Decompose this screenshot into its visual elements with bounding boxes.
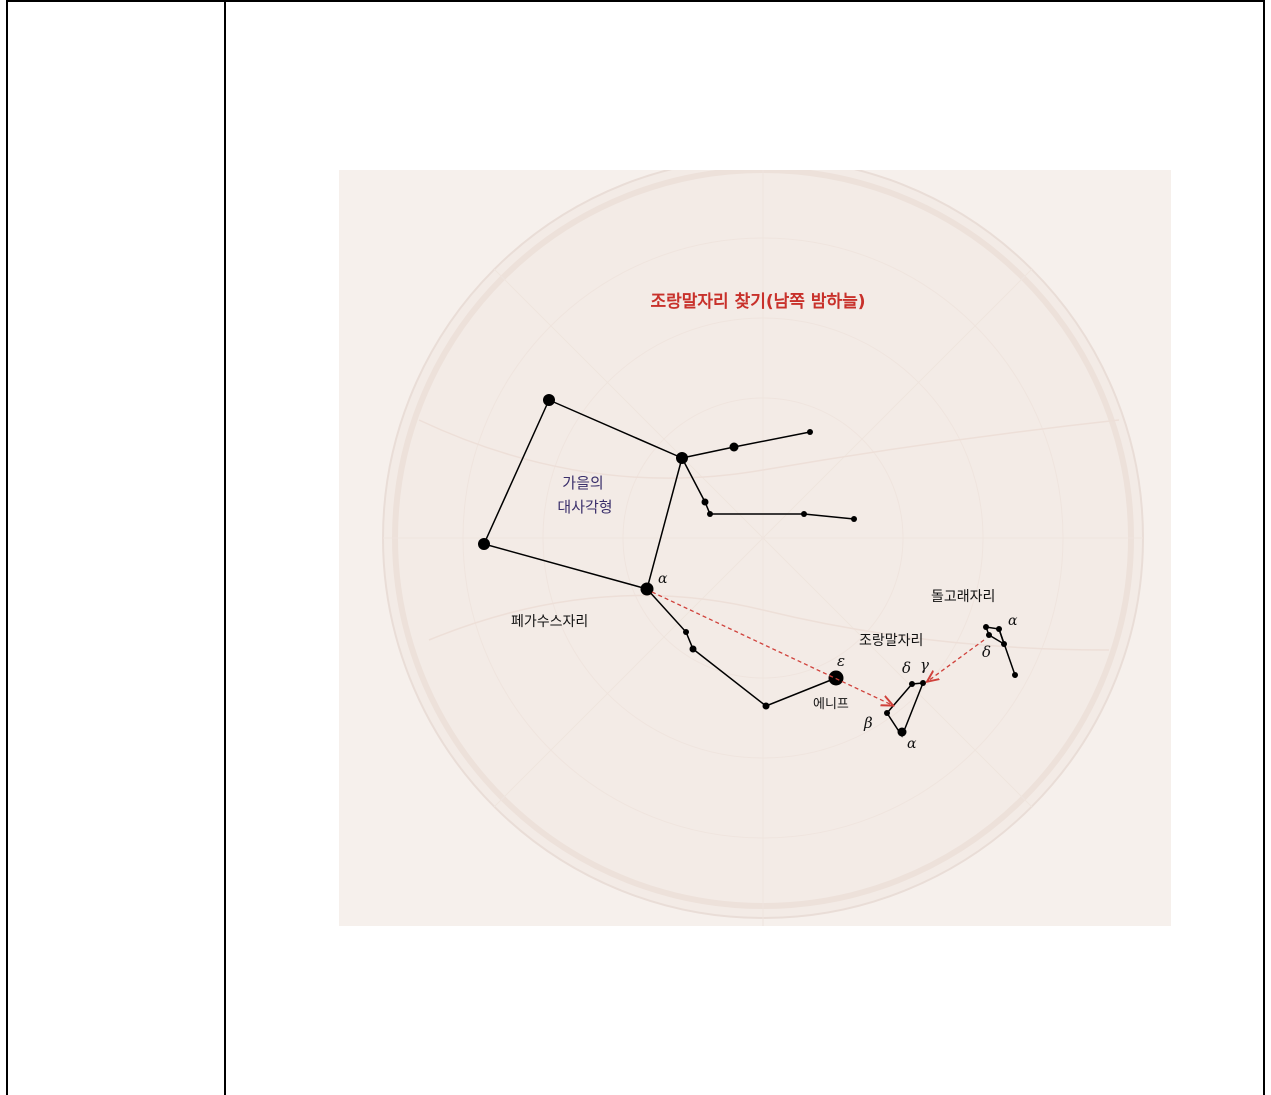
equuleus-beta-label: β (863, 714, 873, 732)
equuleus-stars (884, 680, 926, 737)
pegasus-label: 페가수스자리 (511, 614, 588, 630)
delphinus-stars (983, 624, 1018, 678)
star-great-square-right (676, 452, 688, 464)
equuleus-alpha-label: α (907, 736, 917, 752)
pegasus-stars (478, 394, 857, 710)
faded-star-chart-background (382, 170, 1144, 926)
alpha-pegasi-label: α (658, 571, 668, 587)
chart-title: 조랑말자리 찾기(남쪽 밤하늘) (650, 291, 865, 312)
star-equuleus-alpha (897, 727, 907, 737)
great-square-label-line1: 가을의 (562, 474, 603, 492)
star-equuleus-gamma (920, 680, 926, 686)
arrow-alpha-to-equuleus (651, 591, 892, 705)
page-frame (6, 0, 1265, 1095)
delphinus-label: 돌고래자리 (931, 589, 995, 605)
star-map-figure: 조랑말자리 찾기(남쪽 밤하늘) (339, 170, 1171, 926)
equuleus-label: 조랑말자리 (859, 633, 923, 649)
star-great-square-top (543, 394, 555, 406)
star-great-square-left (478, 538, 490, 550)
star-map-svg: 조랑말자리 찾기(남쪽 밤하늘) (382, 170, 1144, 926)
great-square-label-line2: 대사각형 (557, 498, 612, 516)
star-equuleus-delta (909, 681, 915, 687)
equuleus-delta-label: δ (902, 659, 911, 677)
enif-label: 에니프 (813, 697, 849, 712)
column-divider (224, 0, 226, 1095)
pointer-arrows (651, 591, 985, 705)
delphinus-alpha-label: α (1008, 613, 1018, 629)
star-equuleus-beta (884, 710, 890, 716)
star-alpha-pegasi (640, 582, 654, 596)
star-delphinus-delta (986, 632, 992, 638)
epsilon-label: ε (837, 652, 845, 670)
arrow-delphinus-to-equuleus (928, 639, 985, 681)
delphinus-delta-label: δ (982, 643, 991, 661)
star-delphinus-alpha (996, 626, 1002, 632)
equuleus-gamma-label: γ (920, 656, 929, 674)
